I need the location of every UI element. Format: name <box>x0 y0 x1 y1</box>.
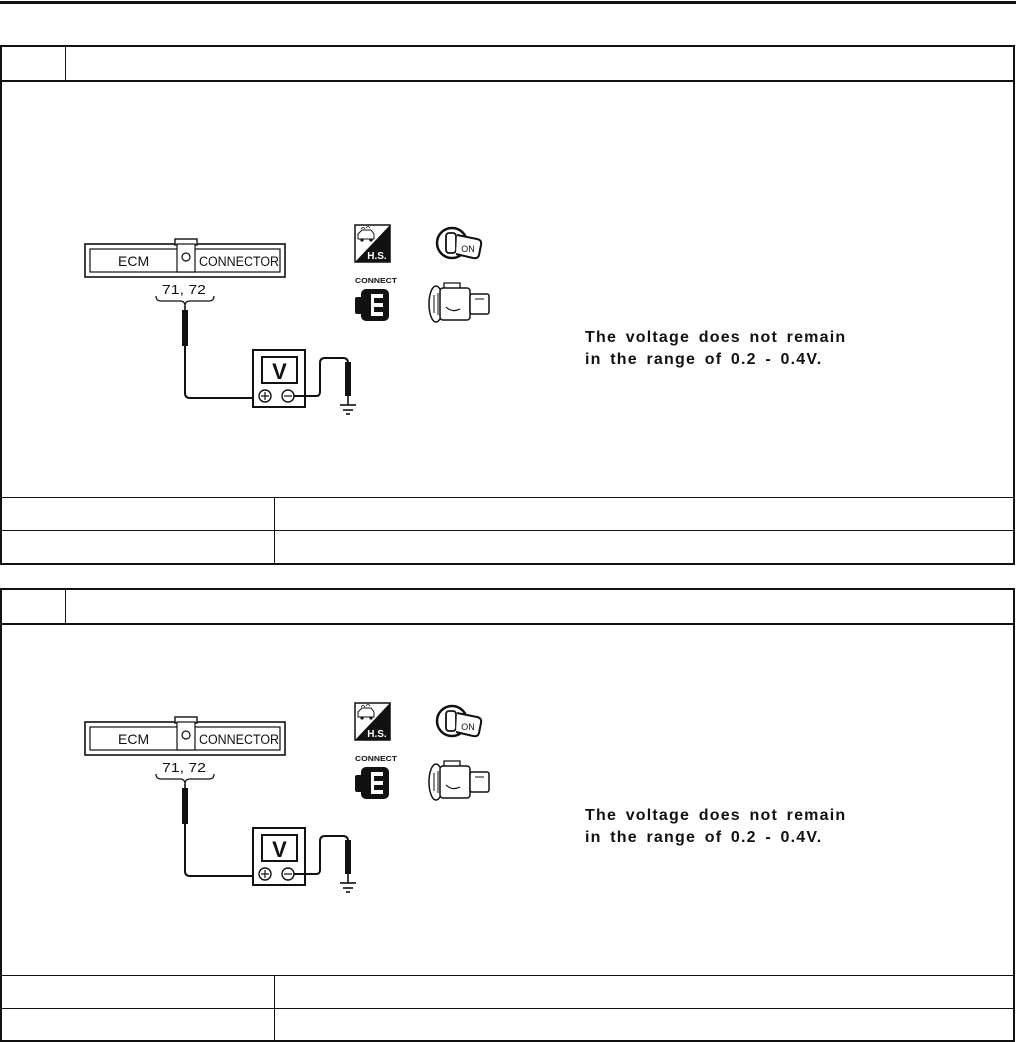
negative-probe <box>294 835 351 883</box>
ignition-key-on-icon: ON <box>435 226 483 260</box>
connector-lock-hole <box>181 252 191 262</box>
minus-terminal-icon <box>281 389 295 403</box>
footer-row-ng <box>2 1008 1013 1040</box>
footer-action-cell <box>276 1009 1013 1040</box>
hot-soak-label: H.S. <box>367 251 387 262</box>
plus-terminal-icon <box>258 389 272 403</box>
footer-action-cell <box>276 531 1013 563</box>
positive-wire <box>184 346 259 399</box>
negative-probe <box>294 357 351 405</box>
minus-terminal-icon <box>281 867 295 881</box>
footer-action-cell <box>276 976 1013 1008</box>
footer-label-cell <box>2 531 275 563</box>
probe-tip <box>345 840 351 874</box>
result-line-1: The voltage does not remain <box>585 329 847 346</box>
result-text: The voltage does not remain in the range… <box>585 805 915 849</box>
hot-soak-icon: H.S. <box>354 702 391 741</box>
plus-terminal-icon <box>258 867 272 881</box>
header-title-cell <box>67 47 1013 80</box>
meter-display <box>261 834 298 862</box>
result-line-1: The voltage does not remain <box>585 807 847 824</box>
terminal-numbers: 71, 72 <box>162 760 206 775</box>
terminal-numbers: 71, 72 <box>162 282 206 297</box>
footer-label-cell <box>2 976 275 1008</box>
probe-tip <box>345 362 351 396</box>
key-on-label: ON <box>461 244 475 254</box>
connector-right-label: CONNECTOR <box>199 254 279 269</box>
terminal-brace <box>155 295 215 307</box>
connect-label: CONNECT <box>355 278 398 285</box>
positive-probe <box>182 306 259 399</box>
probe-tip <box>182 788 188 824</box>
meter-display <box>261 356 298 384</box>
negative-wire <box>294 357 349 397</box>
result-line-2: in the range of 0.2 - 0.4V. <box>585 829 823 846</box>
key-on-label: ON <box>461 722 475 732</box>
meter-label: V <box>272 359 287 384</box>
footer-row-ng <box>2 530 1013 563</box>
footer-action-cell <box>276 498 1013 530</box>
hot-soak-icon: H.S. <box>354 224 391 263</box>
header-title-cell <box>67 590 1013 623</box>
hot-soak-label: H.S. <box>367 729 387 740</box>
result-text: The voltage does not remain in the range… <box>585 327 915 371</box>
negative-wire <box>294 835 349 875</box>
footer-row-ok <box>2 975 1013 1008</box>
step-header <box>2 590 1013 625</box>
voltage-check-diagram: ECM CONNECTOR 71, 72 V <box>84 224 490 415</box>
voltmeter-icon: V <box>252 349 306 408</box>
connector-left-label: ECM <box>118 253 149 269</box>
harness-connector-icon <box>428 282 490 323</box>
voltage-check-diagram: ECM CONNECTOR 71, 72 V <box>84 702 490 893</box>
footer-row-ok <box>2 497 1013 530</box>
ground-icon <box>340 404 356 415</box>
positive-wire <box>184 824 259 877</box>
header-step-cell <box>2 47 66 80</box>
connector-lock-hole <box>181 730 191 740</box>
connect-icon: CONNECT <box>355 756 398 799</box>
connect-icon: CONNECT <box>355 278 398 321</box>
footer-label-cell <box>2 498 275 530</box>
inspection-step-box-1: ECM CONNECTOR 71, 72 V <box>0 45 1015 565</box>
ecm-connector-icon: ECM CONNECTOR <box>84 238 286 278</box>
positive-probe <box>182 784 259 877</box>
connector-left-label: ECM <box>118 731 149 747</box>
ecm-connector-icon: ECM CONNECTOR <box>84 716 286 756</box>
step-header <box>2 47 1013 82</box>
ground-icon <box>340 882 356 893</box>
connect-label: CONNECT <box>355 756 398 763</box>
voltmeter-icon: V <box>252 827 306 886</box>
meter-label: V <box>272 837 287 862</box>
inspection-step-box-2: ECM CONNECTOR 71, 72 V <box>0 588 1015 1042</box>
connector-right-label: CONNECTOR <box>199 732 279 747</box>
harness-connector-icon <box>428 760 490 801</box>
header-step-cell <box>2 590 66 623</box>
footer-label-cell <box>2 1009 275 1040</box>
terminal-brace <box>155 773 215 785</box>
ignition-key-on-icon: ON <box>435 704 483 738</box>
result-line-2: in the range of 0.2 - 0.4V. <box>585 351 823 368</box>
top-rule <box>0 1 1016 4</box>
probe-tip <box>182 310 188 346</box>
